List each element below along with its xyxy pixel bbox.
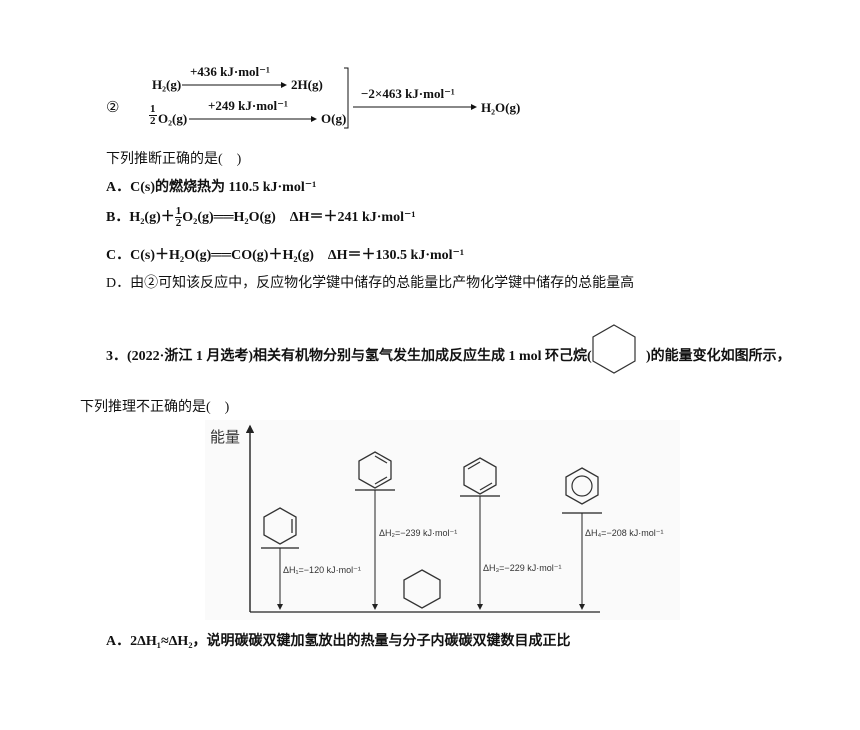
q2-option-a: A．C(s)的燃烧热为 110.5 kJ·mol⁻¹ <box>106 180 317 195</box>
scheme-row1-energy: +436 kJ·mol⁻¹ <box>190 64 270 79</box>
dh1-label: ΔH₁=−120 kJ·mol⁻¹ <box>283 565 361 575</box>
q3-stem-a: 3．(2022·浙江 1 月选考)相关有机物分别与氢气发生加成反应生成 1 mo… <box>106 349 592 364</box>
q3-option-a: A．2ΔH₁≈ΔH₂，说明碳碳双键加氢放出的热量与分子内碳碳双键数目成正比 <box>106 634 571 649</box>
scheme-row2-product: O(g) <box>321 111 347 126</box>
q2-option-c: C．C(s)＋H₂O(g)══CO(g)＋H₂(g) ΔH＝＋130.5 kJ·… <box>106 248 465 263</box>
benzene-icon <box>565 467 599 505</box>
scheme-row2-energy: +249 kJ·mol⁻¹ <box>208 98 288 113</box>
cyclohexane-icon <box>403 569 441 609</box>
scheme-label: ② <box>106 100 120 116</box>
q3-stem-b: )的能量变化如图所示， <box>646 349 791 364</box>
scheme-row1-product: 2H(g) <box>291 77 323 92</box>
q2-option-d: D．由②可知该反应中，反应物化学键中储存的总能量比产物化学键中储存的总能量高 <box>106 276 635 291</box>
cyclohexane-inline-icon <box>592 324 636 374</box>
1,3-cyclohexadiene-icon <box>358 451 392 489</box>
scheme-arrows <box>182 67 477 129</box>
cyclohexene-icon <box>263 507 297 545</box>
scheme-combine-energy: −2×463 kJ·mol⁻¹ <box>361 86 455 101</box>
q2-prompt: 下列推断正确的是( ) <box>106 152 242 167</box>
energy-diagram: 能量 ΔH₁=−120 kJ·mol⁻¹ ΔH₂=−239 kJ·mol⁻¹ Δ… <box>205 420 680 620</box>
1,4-cyclohexadiene-icon <box>463 457 497 495</box>
dh2-label: ΔH₂=−239 kJ·mol⁻¹ <box>379 528 457 538</box>
scheme-final-product: H₂O(g) <box>481 100 521 115</box>
scheme-row1-reactant: H₂(g) <box>152 77 182 92</box>
scheme-bracket <box>344 67 349 129</box>
dh3-label: ΔH₃=−229 kJ·mol⁻¹ <box>483 563 561 573</box>
dh4-label: ΔH₄=−208 kJ·mol⁻¹ <box>585 528 663 538</box>
q3-stem-c: 下列推理不正确的是( ) <box>80 400 230 415</box>
scheme-row2-reactant: O₂(g) <box>158 111 188 126</box>
energy-axis-label: 能量 <box>210 429 240 446</box>
